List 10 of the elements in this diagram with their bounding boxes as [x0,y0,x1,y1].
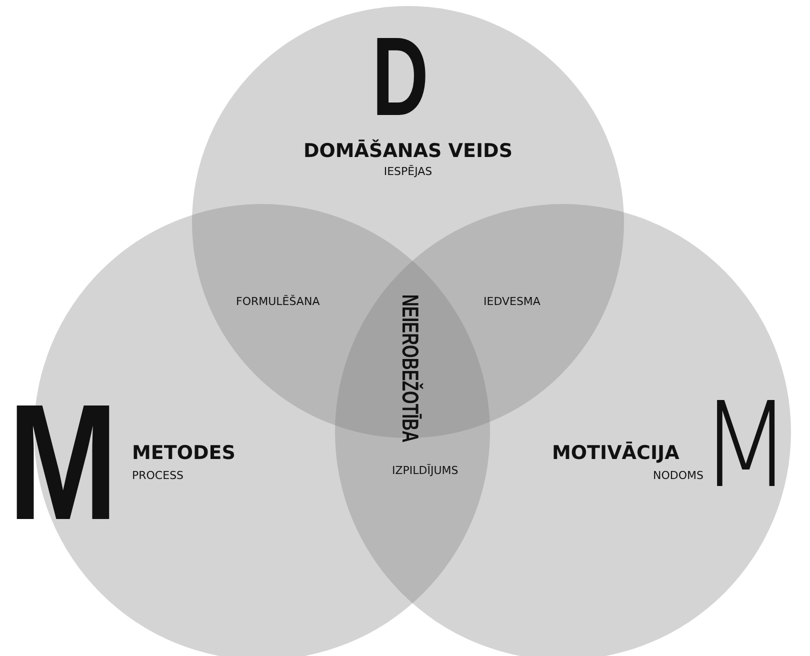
circle-subtitle: IESPĒJAS [384,166,432,177]
overlap-label: FORMULĒŠANA [236,294,320,308]
center-label: NEIEROBEŽOTĪBA [396,294,424,442]
overlap-label: IZPILDĪJUMS [392,464,458,476]
big-letter: D [372,24,429,130]
circle-title: METODES [132,444,236,463]
circle-title: MOTIVĀCIJA [552,444,680,463]
overlap-label: IEDVESMA [484,294,540,308]
big-letter: M [8,380,118,545]
circle-subtitle: PROCESS [132,470,184,481]
